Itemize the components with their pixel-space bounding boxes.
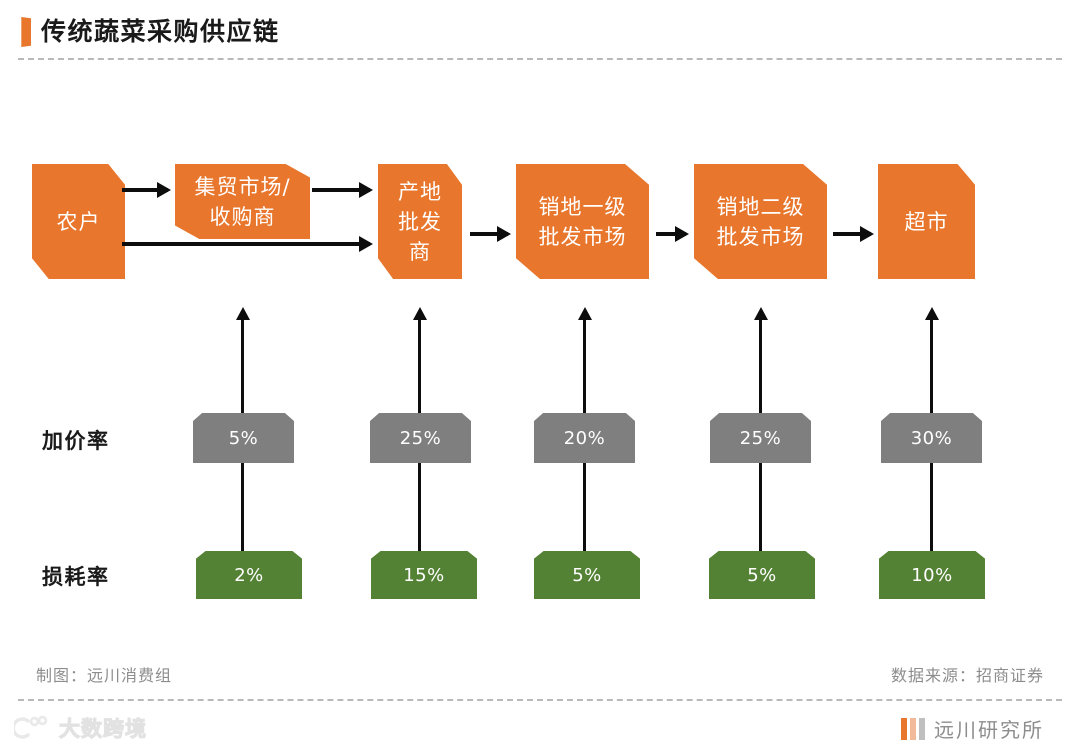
markup-chip-value: 25% bbox=[739, 427, 782, 449]
credit-source: 数据来源：招商证券 bbox=[890, 666, 1044, 685]
loss-chip-value: 10% bbox=[911, 564, 953, 586]
vline-up-4 bbox=[753, 307, 768, 425]
publisher-text: 远川研究所 bbox=[934, 718, 1044, 742]
vline-mid-1 bbox=[241, 462, 244, 552]
markup-chip-value: 30% bbox=[910, 427, 953, 449]
vline-mid-4 bbox=[759, 462, 762, 552]
loss-chip-4: 5% bbox=[709, 551, 815, 599]
credit-author: 制图：远川消费组 bbox=[36, 666, 173, 685]
loss-chip-value: 5% bbox=[572, 564, 602, 586]
flow-node-primary-market: 销地一级 批发市场 bbox=[516, 164, 649, 279]
loss-chip-3: 5% bbox=[534, 551, 640, 599]
flow-node-market: 集贸市场/ 收购商 bbox=[175, 164, 310, 239]
flow-node-supermarket: 超市 bbox=[878, 164, 975, 279]
arrow-secondary-to-supermarket bbox=[833, 226, 874, 242]
markup-chip-1: 5% bbox=[193, 413, 294, 463]
markup-chip-5: 30% bbox=[881, 413, 982, 463]
markup-chip-value: 25% bbox=[399, 427, 442, 449]
markup-chip-3: 20% bbox=[534, 413, 635, 463]
publisher-logo: 远川研究所 bbox=[901, 714, 1044, 743]
flow-node-label: 超市 bbox=[904, 209, 949, 234]
vline-mid-2 bbox=[418, 462, 421, 552]
arrow-market-to-origin bbox=[312, 182, 373, 198]
arrow-origin-to-primary bbox=[470, 226, 511, 242]
title-accent-bar bbox=[21, 17, 31, 47]
markup-chip-value: 5% bbox=[228, 427, 259, 449]
loss-rate-label: 损耗率 bbox=[42, 565, 110, 589]
markup-chip-value: 20% bbox=[563, 427, 606, 449]
flow-node-label: 集贸市场/ 收购商 bbox=[194, 174, 291, 229]
footer-divider bbox=[18, 699, 1062, 701]
vline-mid-5 bbox=[930, 462, 933, 552]
loss-chip-2: 15% bbox=[371, 551, 477, 599]
vline-up-2 bbox=[412, 307, 427, 425]
loss-chip-5: 10% bbox=[879, 551, 985, 599]
watermark-text: 大数跨境 bbox=[59, 717, 147, 742]
flow-node-label: 销地一级 批发市场 bbox=[538, 194, 627, 249]
flow-node-label: 产地 批发 商 bbox=[398, 179, 442, 264]
loss-chip-1: 2% bbox=[196, 551, 302, 599]
arrow-farmer-to-market bbox=[122, 182, 171, 198]
loss-chip-value: 5% bbox=[747, 564, 777, 586]
header-divider bbox=[18, 58, 1062, 60]
dashukuajing-logo-icon bbox=[11, 715, 52, 741]
page-title: 传统蔬菜采购供应链 bbox=[41, 17, 280, 46]
markup-chip-2: 25% bbox=[370, 413, 471, 463]
flow-node-origin-wholesaler: 产地 批发 商 bbox=[378, 164, 462, 279]
flow-node-label: 农户 bbox=[56, 209, 101, 234]
publisher-bars-icon bbox=[901, 717, 925, 740]
loss-chip-value: 2% bbox=[234, 564, 264, 586]
loss-chip-value: 15% bbox=[403, 564, 445, 586]
markup-rate-label: 加价率 bbox=[42, 429, 110, 453]
arrow-farmer-to-origin bbox=[122, 236, 373, 252]
flow-node-label: 销地二级 批发市场 bbox=[716, 194, 805, 249]
markup-chip-4: 25% bbox=[710, 413, 811, 463]
vline-up-5 bbox=[924, 307, 939, 425]
flow-node-secondary-market: 销地二级 批发市场 bbox=[694, 164, 827, 279]
vline-mid-3 bbox=[583, 462, 586, 552]
watermark-logo: 大数跨境 bbox=[11, 713, 147, 743]
vline-up-1 bbox=[235, 307, 250, 425]
arrow-primary-to-secondary bbox=[656, 226, 689, 242]
vline-up-3 bbox=[577, 307, 592, 425]
flow-node-farmer: 农户 bbox=[32, 164, 125, 279]
